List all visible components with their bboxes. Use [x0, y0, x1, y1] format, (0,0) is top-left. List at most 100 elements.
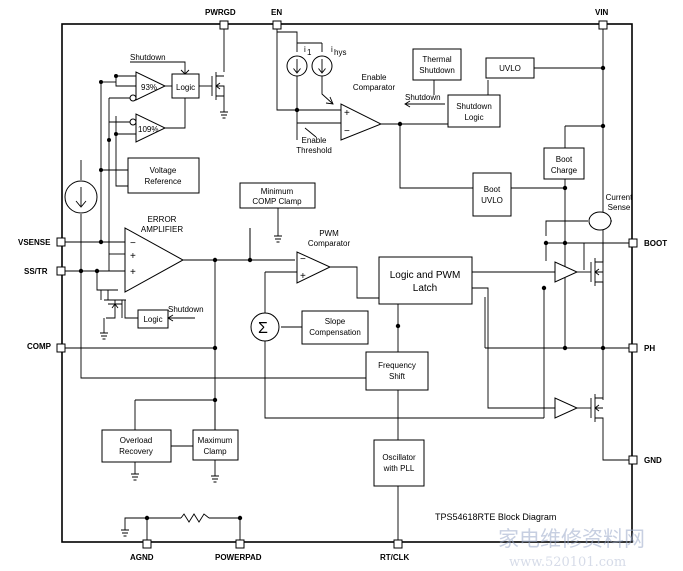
pin-boot-pad	[628, 238, 638, 248]
ea-minus: −	[130, 238, 136, 249]
pin-ph-pad	[628, 343, 638, 353]
thermal-text-1: Thermal	[422, 55, 452, 64]
high-side-mosfet-icon	[590, 243, 604, 288]
pwrgd-mosfet-icon	[211, 72, 225, 100]
oscillator-text-1: Oscillator	[382, 453, 416, 462]
watermark-cn: 家电维修资料网	[498, 527, 645, 551]
frequency-shift-block	[365, 351, 429, 391]
ea-plus-1: +	[130, 251, 136, 262]
low-side-mosfet-icon	[590, 394, 604, 422]
labels: Shutdown Enable Comparator Shutdown Enab…	[130, 53, 633, 522]
pin-pwrgd-label: PWRGD	[205, 8, 236, 17]
freq-shift-text-1: Frequency	[378, 361, 416, 370]
label-ihys-sub: hys	[334, 48, 346, 57]
watermark-url: www.520101.com	[509, 555, 626, 570]
voltage-reference-block	[127, 157, 200, 194]
min-comp-text-1: Minimum	[261, 187, 294, 196]
comparator-109-icon	[135, 113, 167, 143]
comparator-93-icon	[135, 71, 167, 101]
uvlo-block	[485, 57, 535, 79]
wiring	[64, 26, 637, 544]
current-sense-icon	[588, 211, 612, 231]
pins: PWRGD EN VIN VSENSE SS/TR COMP BOOT PH G…	[18, 8, 667, 562]
enable-comparator-icon	[340, 103, 383, 141]
inverter-bubble-icon	[129, 94, 137, 102]
pwm-comp-label-1: PWM	[319, 229, 339, 238]
min-comp-text-2: COMP Clamp	[252, 197, 302, 206]
pin-comp-label: COMP	[27, 342, 52, 351]
pin-vsense-pad	[56, 237, 66, 247]
enable-comp-label-1: Enable	[362, 73, 387, 82]
ea-plus-2: +	[130, 267, 136, 278]
label-93pct: 93%	[141, 83, 157, 92]
pin-agnd-pad	[142, 539, 152, 549]
logic-bottom-text: Logic	[143, 315, 162, 324]
enable-threshold-pointer	[304, 127, 317, 138]
overload-recovery-block	[101, 429, 172, 463]
maximum-clamp-block	[192, 429, 239, 461]
sigma-symbol: Σ	[258, 320, 268, 337]
pin-sstr-pad	[56, 266, 66, 276]
pin-comp-pad	[56, 343, 66, 353]
overload-text-2: Recovery	[119, 447, 153, 456]
shutdown-logic-text-2: Logic	[464, 113, 483, 122]
error-amp-label-2: AMPLIFIER	[141, 225, 183, 234]
pwm-latch-block	[378, 256, 473, 305]
boot-uvlo-text-2: UVLO	[481, 196, 503, 205]
pwm-minus: −	[300, 254, 306, 265]
pin-ph-label: PH	[644, 344, 655, 353]
pin-gnd-pad	[628, 455, 638, 465]
junction-dots	[78, 65, 606, 521]
slope-text-1: Slope	[325, 317, 346, 326]
shutdown-logic-block	[447, 94, 501, 128]
pwm-plus: +	[300, 271, 306, 282]
logic-bottom-block	[137, 309, 169, 329]
pin-powerpad-pad	[235, 539, 245, 549]
uvlo-text: UVLO	[499, 64, 521, 73]
label-i1: i	[304, 45, 306, 54]
sstr-mosfet-icon	[104, 290, 126, 318]
freq-shift-text-2: Shift	[389, 372, 406, 381]
thermal-text-2: Shutdown	[419, 66, 455, 75]
enable-comp-label-2: Comparator	[353, 83, 396, 92]
blocks: Logic Thermal Shutdown UVLO Shutdown Log…	[101, 48, 585, 487]
pin-rtclk-label: RT/CLK	[380, 553, 410, 562]
min-comp-clamp-block	[239, 182, 316, 209]
boot-uvlo-block	[472, 172, 512, 217]
max-clamp-text-2: Clamp	[203, 447, 227, 456]
thermal-shutdown-block	[412, 48, 462, 81]
pwm-comparator-icon	[296, 251, 332, 284]
current-sources: i 1 i hys	[64, 45, 346, 214]
shutdown-logic-text-1: Shutdown	[456, 102, 492, 111]
low-side-driver-icon	[554, 397, 579, 419]
enable-threshold-label-1: Enable	[302, 136, 327, 145]
vref-text-2: Reference	[145, 177, 182, 186]
pin-rtclk-pad	[393, 539, 403, 549]
pin-vin-label: VIN	[595, 8, 609, 17]
pwm-latch-text-2: Latch	[413, 283, 437, 294]
shutdown-label-top: Shutdown	[130, 53, 166, 62]
boot-charge-block	[543, 147, 585, 180]
high-side-driver-icon	[554, 261, 579, 283]
label-i1-sub: 1	[307, 48, 312, 57]
pin-boot-label: BOOT	[644, 239, 667, 248]
pin-powerpad-label: POWERPAD	[215, 553, 262, 562]
label-109pct: 109%	[138, 125, 158, 134]
oscillator-text-2: with PLL	[383, 464, 415, 473]
logic-top-text: Logic	[176, 83, 195, 92]
pin-pwrgd-pad	[219, 20, 229, 30]
pin-sstr-label: SS/TR	[24, 267, 48, 276]
boot-charge-text-1: Boot	[556, 155, 573, 164]
pin-gnd-label: GND	[644, 456, 662, 465]
mosfets	[104, 72, 604, 422]
pwm-comp-label-2: Comparator	[308, 239, 351, 248]
pin-en-pad	[272, 20, 282, 30]
pin-vsense-label: VSENSE	[18, 238, 51, 247]
slope-text-2: Compensation	[309, 328, 361, 337]
logic-top-block	[171, 73, 200, 99]
boot-uvlo-text-1: Boot	[484, 185, 501, 194]
label-ihys: i	[331, 45, 333, 54]
slope-compensation-block	[301, 310, 369, 345]
current-sense-label-1: Current	[606, 193, 633, 202]
